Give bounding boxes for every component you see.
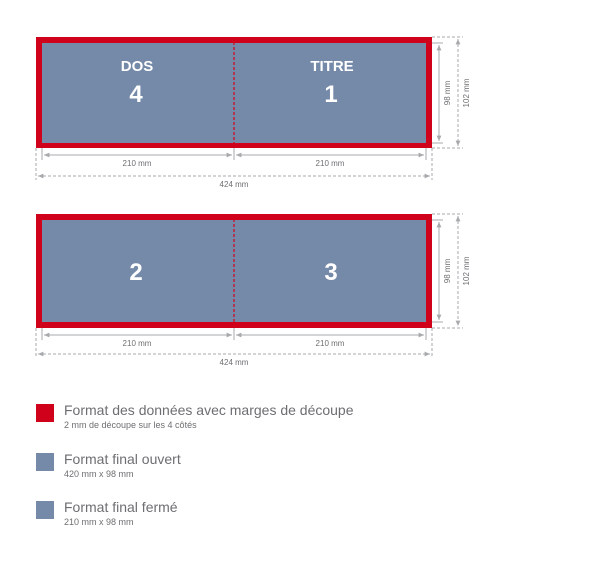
panel-number-2: 2	[129, 259, 142, 286]
dim-label-outer-height: 102 mm	[462, 78, 471, 107]
legend-title: Format final ouvert	[64, 451, 181, 467]
panel-heading-title: TITRE	[310, 58, 353, 75]
legend-swatch-blue	[36, 453, 54, 471]
dim-label-inner-height: 98 mm	[443, 258, 452, 283]
legend-subtitle: 2 mm de découpe sur les 4 côtés	[64, 420, 197, 430]
dim-label-outer-height: 102 mm	[462, 256, 471, 285]
panel-number-title: 1	[324, 81, 337, 108]
dim-label-total: 424 mm	[220, 358, 249, 367]
legend-swatch-red	[36, 404, 54, 422]
legend-subtitle: 420 mm x 98 mm	[64, 469, 134, 479]
dim-label-right-panel: 210 mm	[316, 159, 345, 168]
panel-heading-back: DOS	[121, 58, 154, 75]
dim-label-right-panel: 210 mm	[316, 339, 345, 348]
dim-label-left-panel: 210 mm	[123, 339, 152, 348]
legend-subtitle: 210 mm x 98 mm	[64, 517, 134, 527]
dim-label-total: 424 mm	[220, 180, 249, 189]
layout-inside: 2 3 210 mm 210 mm 424 mm 98 mm 102 mm	[35, 213, 471, 367]
legend-title: Format final fermé	[64, 499, 178, 515]
panel-number-3: 3	[324, 259, 337, 286]
dim-label-left-panel: 210 mm	[123, 159, 152, 168]
dim-label-inner-height: 98 mm	[443, 80, 452, 105]
layout-outside: DOS 4 TITRE 1 210 mm 210 mm 424 mm 98 mm…	[35, 36, 471, 189]
panel-number-back: 4	[129, 81, 143, 108]
legend-swatch-blue	[36, 501, 54, 519]
legend-title: Format des données avec marges de découp…	[64, 402, 354, 418]
